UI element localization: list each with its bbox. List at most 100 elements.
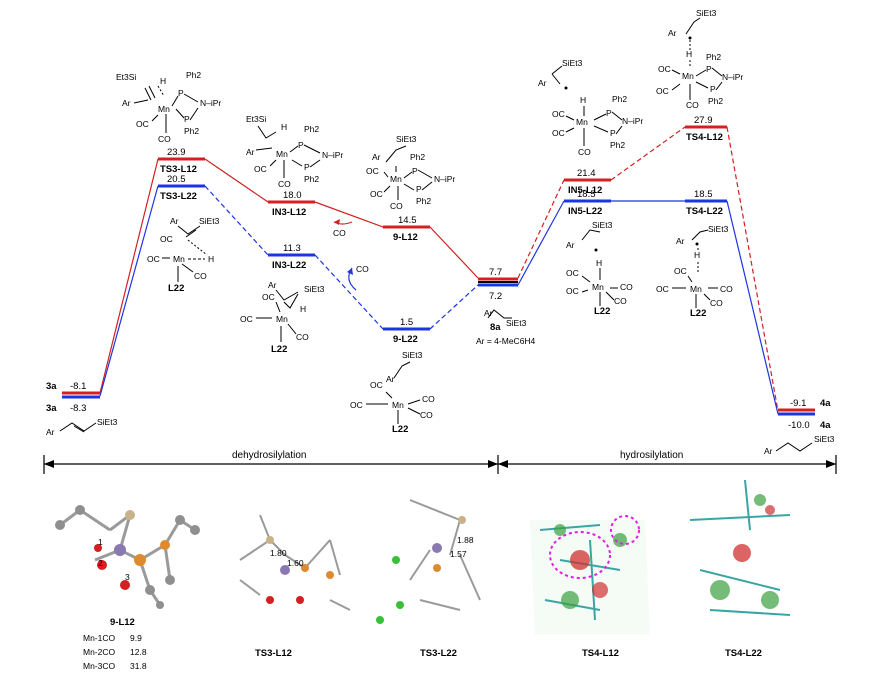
svg-text:Ar: Ar — [170, 216, 179, 226]
svg-text:CO: CO — [578, 147, 591, 157]
svg-text:Ar: Ar — [566, 240, 575, 250]
model-ts3-l12: 1.80 1.60 — [239, 514, 351, 611]
svg-text:SiEt3: SiEt3 — [304, 284, 325, 294]
svg-text:CO: CO — [194, 271, 207, 281]
svg-text:Ar: Ar — [372, 152, 381, 162]
caption-ts3-l12: TS3-L12 — [255, 648, 292, 659]
svg-text:Mn: Mn — [682, 71, 694, 81]
value-3a-l22: -8.3 — [70, 403, 86, 414]
svg-text:Ar: Ar — [764, 446, 773, 456]
svg-text:Ph2: Ph2 — [410, 152, 425, 162]
svg-text:Et3Si: Et3Si — [116, 72, 136, 82]
caption-ts4-l12: TS4-L12 — [582, 648, 619, 659]
svg-text:CO: CO — [614, 296, 627, 306]
svg-text:SiEt3: SiEt3 — [696, 8, 717, 18]
table-label-2: Mn-2CO — [83, 647, 116, 657]
bond-label-2: 2 — [98, 558, 103, 568]
model-9-l12: 1 2 3 — [55, 505, 200, 609]
label-in5-l22: IN5-L22 — [568, 206, 602, 217]
value-in3-l22: 11.3 — [283, 243, 301, 254]
svg-text:Ar: Ar — [268, 280, 277, 290]
arrowhead-left-start — [44, 460, 54, 468]
svg-text:CO: CO — [420, 410, 433, 420]
svg-text:L22: L22 — [168, 283, 184, 294]
structure-3a: Ar SiEt3 — [46, 417, 118, 437]
svg-text:Ar: Ar — [46, 427, 55, 437]
svg-text:Mn: Mn — [276, 314, 288, 324]
svg-text:CO: CO — [620, 282, 633, 292]
svg-text:N–iPr: N–iPr — [322, 150, 343, 160]
label-4a-bottom: 4a — [820, 420, 831, 431]
svg-text:OC: OC — [136, 119, 149, 129]
co-loss-l12: CO — [333, 219, 353, 238]
svg-text:OC: OC — [658, 64, 671, 74]
label-in5-l12: IN5-L12 — [568, 185, 602, 196]
svg-text:CO: CO — [686, 100, 699, 110]
caption-9-l12: 9-L12 — [110, 617, 135, 628]
svg-text:H: H — [281, 122, 287, 132]
bond-length-table: Mn-1CO 9.9 Mn-2CO 12.8 Mn-3CO 31.8 — [83, 633, 147, 671]
l22-pathway-connectors — [99, 185, 779, 415]
label-9-l22: 9-L22 — [393, 334, 418, 345]
svg-text:P: P — [706, 64, 712, 74]
label-3a-top: 3a — [46, 381, 57, 392]
svg-text:Ar = 4-MeC6H4: Ar = 4-MeC6H4 — [476, 336, 536, 346]
svg-text:Ph2: Ph2 — [708, 96, 723, 106]
svg-text:CO: CO — [720, 284, 733, 294]
bond-label-1-88: 1.88 — [457, 535, 474, 545]
arrowhead-left-end — [488, 460, 498, 468]
svg-text:P: P — [184, 114, 190, 124]
value-9-l12: 14.5 — [398, 215, 417, 226]
svg-text:OC: OC — [240, 314, 253, 324]
svg-text:L22: L22 — [594, 306, 610, 317]
value-ts4-l12: 27.9 — [694, 115, 713, 126]
svg-text:OC: OC — [552, 109, 565, 119]
svg-text:Ph2: Ph2 — [304, 174, 319, 184]
svg-text:Ar: Ar — [676, 236, 685, 246]
svg-text:P: P — [412, 166, 418, 176]
svg-text:Mn: Mn — [592, 282, 604, 292]
svg-text:Ar: Ar — [668, 28, 677, 38]
svg-text:Ph2: Ph2 — [706, 52, 721, 62]
svg-text:P: P — [610, 128, 616, 138]
svg-text:Ar: Ar — [246, 147, 255, 157]
svg-text:OC: OC — [370, 189, 383, 199]
svg-text:H: H — [694, 250, 700, 260]
bond-label-3: 3 — [125, 572, 130, 582]
svg-text:Mn: Mn — [576, 117, 588, 127]
svg-text:CO: CO — [158, 134, 171, 144]
svg-text:Ph2: Ph2 — [612, 94, 627, 104]
svg-text:Ar: Ar — [386, 374, 395, 384]
structure-ts4-l22: SiEt3 Ar H OC OC Mn CO CO L22 — [656, 224, 733, 319]
value-ts3-l22: 20.5 — [167, 174, 186, 185]
svg-text:Ar: Ar — [122, 98, 131, 108]
section-axis — [43, 455, 837, 474]
table-label-1: Mn-1CO — [83, 633, 116, 643]
svg-text:SiEt3: SiEt3 — [708, 224, 729, 234]
bond-label-1-57: 1.57 — [450, 549, 467, 559]
arrowhead-right-start — [498, 460, 508, 468]
svg-text:H: H — [686, 49, 692, 59]
svg-text:N–iPr: N–iPr — [200, 98, 221, 108]
table-value-1: 9.9 — [130, 633, 142, 643]
bond-label-1-80: 1.80 — [270, 548, 287, 558]
value-9-l22: 1.5 — [400, 317, 413, 328]
svg-text:P: P — [710, 84, 716, 94]
svg-text:H: H — [596, 258, 602, 268]
svg-text:OC: OC — [254, 164, 267, 174]
svg-text:Ph2: Ph2 — [304, 124, 319, 134]
svg-text:SiEt3: SiEt3 — [199, 216, 220, 226]
bond-label-1-60: 1.60 — [287, 558, 304, 568]
svg-text:P: P — [416, 184, 422, 194]
caption-ts4-l22: TS4-L22 — [725, 648, 762, 659]
level-bars — [62, 125, 815, 416]
co-loss-l22: CO — [347, 264, 369, 291]
svg-text:OC: OC — [160, 234, 173, 244]
svg-text:CO: CO — [390, 201, 403, 211]
value-4a-l22: -10.0 — [788, 420, 810, 431]
value-4a-l12: -9.1 — [790, 398, 806, 409]
svg-text:L22: L22 — [271, 344, 287, 355]
svg-text:L22: L22 — [392, 424, 408, 435]
svg-text:L22: L22 — [690, 308, 706, 319]
